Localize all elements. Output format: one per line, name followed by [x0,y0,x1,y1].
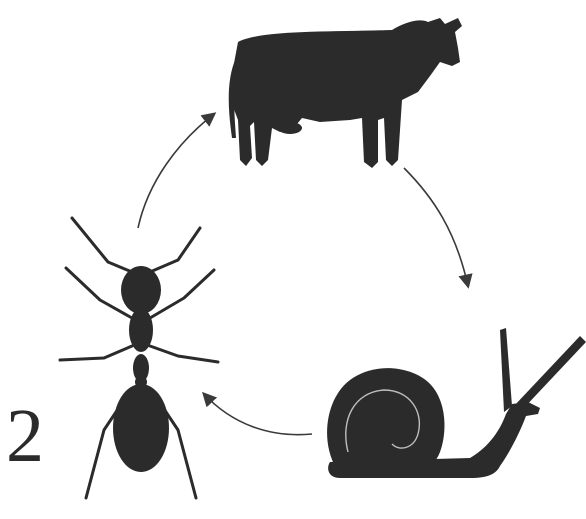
snail-icon [327,328,586,478]
arrow-ant-to-cow [138,114,214,228]
ant-icon [60,218,218,498]
cow-icon [229,18,462,168]
arrow-cow-to-snail [404,168,468,286]
panel-number: 2 [6,398,44,474]
arrow-snail-to-ant [204,394,312,435]
